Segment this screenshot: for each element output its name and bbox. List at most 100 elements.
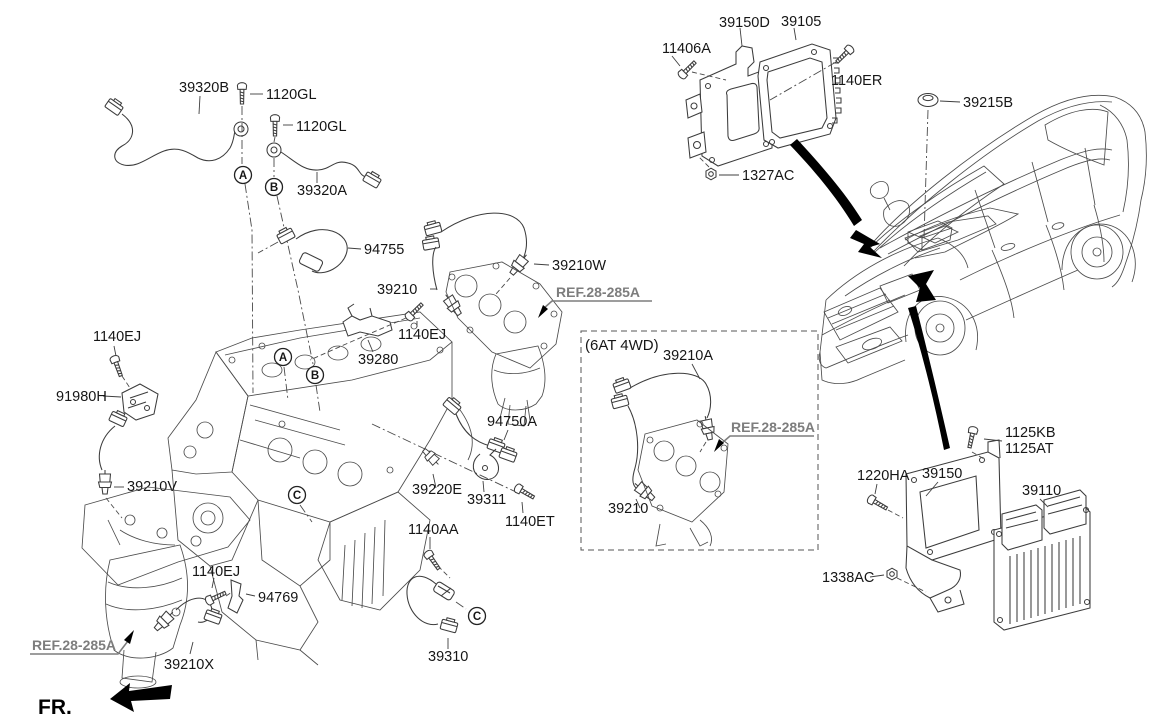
part-label-39220e: 39220E xyxy=(412,482,462,498)
oxygen-sensor-39210w: 39210W xyxy=(421,212,606,295)
ref-callout-left: REF.28-285A xyxy=(30,630,134,655)
nut-icon xyxy=(886,567,898,581)
cable-94750a: 94750A xyxy=(442,394,537,463)
oxygen-sensor-icon xyxy=(97,469,113,495)
connector-icon xyxy=(421,234,441,251)
bolt-1220ha: 1220HA xyxy=(857,468,910,519)
part-label-39210w: 39210W xyxy=(552,258,606,274)
temperature-sensor-icon xyxy=(419,445,443,469)
bolt-1120gl-second: 1120GL xyxy=(269,114,347,177)
part-label-94750a: 94750A xyxy=(487,414,537,430)
exhaust-manifold-left xyxy=(81,486,251,689)
part-label-39110: 39110 xyxy=(1022,483,1061,499)
connector-icon xyxy=(439,616,460,634)
callout-b-top: B xyxy=(264,177,314,365)
ref-arrowhead xyxy=(714,439,724,452)
callout-a-engine: A xyxy=(273,347,293,367)
callout-letter: A xyxy=(279,352,287,364)
bracket-94769: 94769 xyxy=(225,579,298,614)
ref-label: REF.28-285A xyxy=(731,419,815,435)
callout-letter: B xyxy=(311,370,319,382)
knock-sensor-39320a: 39320A xyxy=(266,142,384,199)
oxygen-sensor-39210x: 39210X xyxy=(150,597,224,673)
bracket-39280: 1140EJ 39280 xyxy=(309,300,446,368)
part-label-1120gl: 1120GL xyxy=(296,119,347,135)
front-arrow-icon xyxy=(110,683,172,712)
ring-terminal-icon xyxy=(233,121,249,137)
part-label-39210: 39210 xyxy=(608,501,648,517)
oxygen-sensor-39210v: 39210V xyxy=(97,408,177,519)
variant-label: (6AT 4WD) xyxy=(585,337,659,354)
bolt-11406a: 11406A xyxy=(662,41,727,81)
part-label-1140ej: 1140EJ xyxy=(192,564,240,580)
phantom-line-39220e xyxy=(371,423,517,493)
nut-1338ac: 1338AC xyxy=(822,567,927,593)
bolt-icon xyxy=(512,482,537,503)
bolt-icon xyxy=(676,58,699,81)
bolt-icon xyxy=(236,82,248,105)
ecm-bracket-39150: 39150 xyxy=(905,439,1002,613)
ring-terminal-icon xyxy=(266,142,282,158)
callout-phantom-lines xyxy=(283,366,321,523)
bolt-1140er: 1140ER xyxy=(769,43,882,101)
camshaft-sensor-94755: 94755 xyxy=(257,225,404,274)
bolt-icon xyxy=(203,588,228,607)
bolt-icon xyxy=(833,43,856,66)
bolt-icon xyxy=(269,114,281,137)
part-label-39210x: 39210X xyxy=(164,657,214,673)
oxygen-sensor-39210-center: 39210 xyxy=(377,246,466,319)
part-label-39105: 39105 xyxy=(781,14,821,30)
part-label-94755: 94755 xyxy=(364,242,404,258)
oxygen-sensor-icon xyxy=(150,607,178,635)
part-label-94769: 94769 xyxy=(258,590,298,606)
car-illustration xyxy=(818,94,1147,385)
part-label-39150: 39150 xyxy=(922,466,962,482)
part-label-1125at: 1125AT xyxy=(1005,441,1054,457)
nut-icon xyxy=(705,167,717,181)
callout-c-39310: C xyxy=(467,606,487,626)
location-arrow-ecu xyxy=(790,139,882,258)
part-label-39215b: 39215B xyxy=(963,95,1013,111)
part-label-39210v: 39210V xyxy=(127,479,177,495)
part-label-1327ac: 1327AC xyxy=(742,168,794,184)
bolt-1140et: 1140ET xyxy=(505,482,555,530)
part-label-91980h: 91980H xyxy=(56,389,107,405)
part-label-11406a: 11406A xyxy=(662,41,711,57)
ref-arrowhead xyxy=(538,305,548,318)
part-label-1140ej: 1140EJ xyxy=(93,329,141,345)
part-label-39280: 39280 xyxy=(358,352,398,368)
connector-icon xyxy=(274,225,296,245)
callout-a-top: A xyxy=(233,165,254,394)
bolt-1140ej-bottom: 1140EJ xyxy=(192,564,240,607)
bolt-icon xyxy=(108,353,126,379)
bolt-icon xyxy=(964,425,979,450)
part-label-1140er: 1140ER xyxy=(831,73,882,89)
part-label-1140ej: 1140EJ xyxy=(398,327,446,343)
ecu-module-39105: 39105 xyxy=(757,14,842,149)
connector-icon xyxy=(611,375,632,394)
exhaust-manifold-6at xyxy=(637,419,729,547)
part-label-39210: 39210 xyxy=(377,282,417,298)
bolt-1140aa: 1140AA xyxy=(408,522,459,579)
ref-label: REF.28-285A xyxy=(556,284,640,300)
part-label-39320b: 39320B xyxy=(179,80,229,96)
part-label-39311: 39311 xyxy=(467,492,506,508)
callout-c-engine: C xyxy=(287,485,307,505)
ecm-module-39110: 39110 xyxy=(993,483,1091,631)
callout-letter: A xyxy=(239,170,247,182)
front-label: FR. xyxy=(38,696,72,719)
exhaust-manifold-center xyxy=(445,261,563,427)
part-label-39210a: 39210A xyxy=(663,348,713,364)
connector-icon xyxy=(104,95,126,117)
callout-letter: C xyxy=(473,611,481,623)
ref-label: REF.28-285A xyxy=(32,637,116,653)
callout-letter: C xyxy=(293,490,301,502)
front-direction-indicator: FR. xyxy=(38,683,172,719)
callout-letter: B xyxy=(270,182,278,194)
nut-1327ac: 1327AC xyxy=(698,156,794,184)
grommet-39215b: 39215B xyxy=(917,92,1013,239)
sensor-39310: 39310 xyxy=(406,575,468,665)
connector-icon xyxy=(422,219,443,237)
